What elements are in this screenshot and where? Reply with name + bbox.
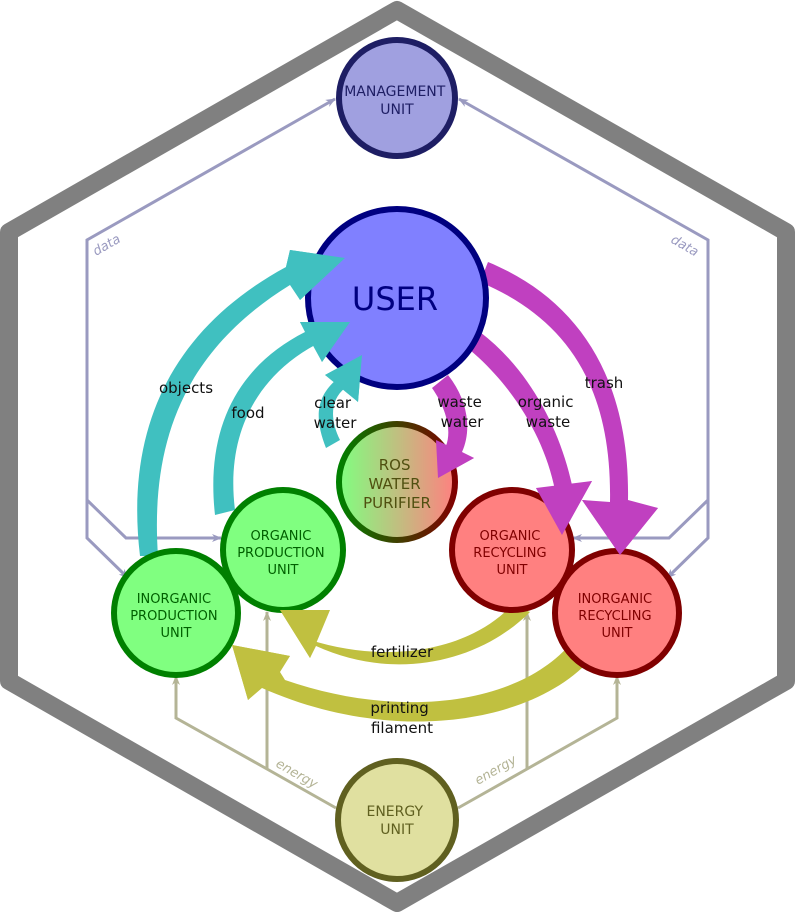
objects-arrowhead — [286, 250, 345, 300]
organic-waste-line-1: organic — [518, 393, 574, 411]
energy-line-2: UNIT — [380, 822, 414, 838]
energy-unit-circle — [335, 758, 459, 882]
energy-line-1: ENERGY — [366, 804, 423, 820]
recycle-flows — [232, 605, 590, 722]
inorganic-recycling-line-1: INORGANIC — [578, 592, 652, 607]
waste-water-arrowhead — [436, 440, 474, 478]
data-link-to-inorganic-production — [85, 500, 130, 580]
printing-filament-line-1: printing — [370, 699, 428, 717]
data-link-to-management-left — [85, 97, 336, 500]
inorganic-recycling-line-3: UNIT — [601, 626, 632, 641]
food-arrowhead — [300, 322, 350, 362]
user-node[interactable]: USER — [305, 206, 489, 390]
inorganic-production-unit-node[interactable]: INORGANIC PRODUCTION UNIT — [111, 548, 241, 678]
ros-line-2: WATER — [369, 475, 421, 493]
management-line-2: UNIT — [380, 102, 414, 118]
printing-filament-arrowhead — [232, 645, 290, 700]
inorganic-production-circle — [111, 548, 241, 678]
inorganic-production-line-3: UNIT — [160, 626, 191, 641]
data-links-left — [85, 97, 336, 580]
fertilizer-flow-arrow — [280, 605, 530, 665]
inorganic-recycling-unit-node[interactable]: INORGANIC RECYCLING UNIT — [552, 548, 682, 678]
data-link-to-inorganic-recycling — [665, 500, 710, 580]
organic-production-line-1: ORGANIC — [250, 529, 311, 544]
organic-recycling-label: ORGANIC RECYCLING UNIT — [473, 529, 550, 578]
trash-flow-label: trash — [585, 374, 624, 392]
energy-link-to-inorganic-recycling — [457, 675, 621, 810]
printing-filament-flow-label: printing filament — [370, 699, 433, 737]
inorganic-recycling-circle — [552, 548, 682, 678]
management-line-1: MANAGEMENT — [344, 84, 446, 100]
organic-waste-arrowhead — [536, 481, 592, 535]
organic-production-line-2: PRODUCTION — [237, 546, 324, 561]
organic-waste-flow-arrow — [470, 332, 592, 535]
data-links-right — [458, 97, 710, 580]
waste-water-flow-label: waste water — [437, 393, 486, 431]
organic-production-line-3: UNIT — [267, 563, 298, 578]
ros-line-1: ROS — [379, 456, 411, 474]
ros-water-purifier-circle — [336, 421, 458, 543]
data-link-to-organic-recycling — [572, 498, 710, 542]
data-link-to-organic-production — [85, 498, 222, 542]
ros-line-3: PURIFIER — [363, 494, 431, 512]
fertilizer-arrowhead — [280, 610, 330, 658]
trash-flow-arrow — [480, 262, 658, 555]
inorganic-production-line-1: INORGANIC — [137, 592, 211, 607]
food-flow-label: food — [231, 404, 264, 422]
management-unit-circle — [336, 37, 458, 159]
data-label-right: data — [668, 232, 701, 260]
clear-water-line-1: clear — [314, 394, 352, 412]
inorganic-recycling-label: INORGANIC RECYCLING UNIT — [578, 592, 657, 641]
clear-water-line-2: water — [314, 414, 358, 432]
waste-water-line-2: water — [441, 413, 485, 431]
organic-waste-flow-label: organic waste — [518, 393, 579, 431]
clear-water-arrowhead — [325, 355, 362, 402]
ros-water-purifier-node[interactable]: ROS WATER PURIFIER — [336, 421, 458, 543]
organic-production-label: ORGANIC PRODUCTION UNIT — [237, 529, 329, 578]
organic-recycling-unit-node[interactable]: ORGANIC RECYCLING UNIT — [449, 487, 575, 613]
objects-flow-arrow — [137, 250, 345, 556]
organic-recycling-line-1: ORGANIC — [479, 529, 540, 544]
ros-water-purifier-label: ROS WATER PURIFIER — [363, 456, 431, 512]
clear-water-flow-label: clear water — [314, 394, 358, 432]
trash-arrowhead — [582, 500, 658, 555]
organic-recycling-circle — [449, 487, 575, 613]
supply-arrowheads — [286, 250, 362, 402]
user-circle — [305, 206, 489, 390]
user-label: USER — [352, 280, 438, 318]
energy-unit-node[interactable]: ENERGY UNIT — [335, 758, 459, 882]
fertilizer-flow-label: fertilizer — [371, 643, 434, 661]
waste-water-line-1: waste — [437, 393, 481, 411]
printing-filament-line-2: filament — [371, 719, 433, 737]
data-link-to-management-right — [458, 97, 710, 500]
management-unit-label: MANAGEMENT UNIT — [344, 84, 450, 118]
management-unit-node[interactable]: MANAGEMENT UNIT — [336, 37, 458, 159]
organic-recycling-line-3: UNIT — [496, 563, 527, 578]
energy-label-right: energy — [473, 753, 520, 789]
organic-production-unit-node[interactable]: ORGANIC PRODUCTION UNIT — [220, 487, 346, 613]
printing-filament-flow-arrow — [232, 642, 590, 722]
energy-link-to-inorganic-production — [172, 675, 337, 810]
inorganic-production-line-2: PRODUCTION — [130, 609, 217, 624]
inorganic-recycling-line-2: RECYCLING — [578, 609, 651, 624]
organic-waste-line-2: waste — [526, 413, 570, 431]
objects-flow-label: objects — [159, 379, 213, 397]
organic-recycling-line-2: RECYCLING — [473, 546, 546, 561]
energy-unit-label: ENERGY UNIT — [366, 804, 427, 838]
inorganic-production-label: INORGANIC PRODUCTION UNIT — [130, 592, 222, 641]
